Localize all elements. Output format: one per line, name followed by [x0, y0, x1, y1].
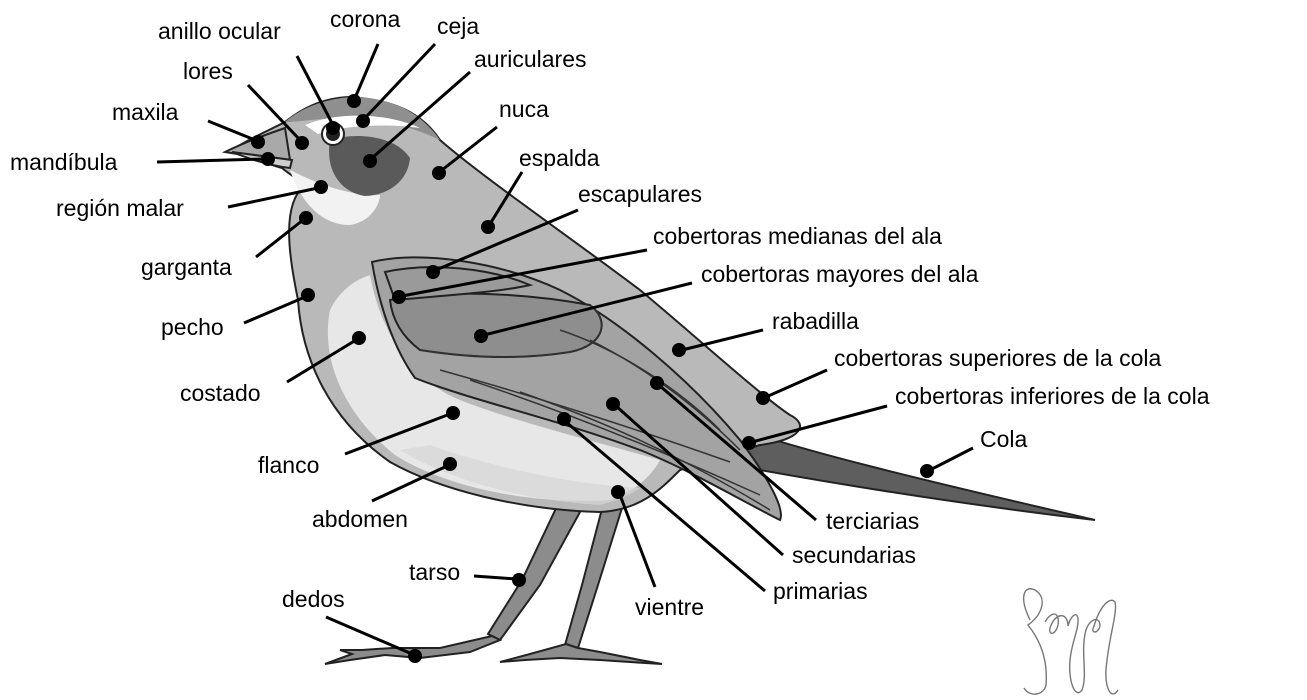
label-escapulares: escapulares [578, 181, 702, 207]
label-tarso: tarso [409, 559, 460, 585]
label-secundarias: secundarias [792, 542, 916, 568]
label-ceja: ceja [437, 13, 479, 39]
label-abdomen: abdomen [312, 506, 408, 532]
artist-signature [1024, 589, 1118, 694]
label-corona: corona [330, 6, 401, 32]
label-dedos: dedos [282, 586, 345, 612]
label-espalda: espalda [519, 145, 600, 171]
label-garganta: garganta [141, 254, 232, 280]
label-terciarias: terciarias [826, 508, 919, 534]
label-flanco: flanco [258, 452, 319, 478]
label-anillo-ocular: anillo ocular [158, 18, 281, 44]
label-nuca: nuca [499, 96, 549, 122]
label-cobertoras-inferiores-cola: cobertoras inferiores de la cola [895, 383, 1210, 409]
label-cobertoras-superiores-cola: cobertoras superiores de la cola [834, 345, 1161, 371]
label-maxila: maxila [112, 99, 179, 125]
label-costado: costado [180, 380, 261, 406]
label-cobertoras-mayores: cobertoras mayores del ala [701, 261, 979, 287]
label-auriculares: auriculares [474, 46, 587, 72]
label-cola: Cola [980, 426, 1028, 452]
label-pecho: pecho [161, 314, 224, 340]
label-rabadilla: rabadilla [772, 308, 859, 334]
label-region-malar: región malar [56, 195, 184, 221]
label-mandibula: mandíbula [10, 149, 118, 175]
label-cobertoras-medianas: cobertoras medianas del ala [653, 223, 942, 249]
label-vientre: vientre [635, 594, 704, 620]
label-primarias: primarias [773, 578, 868, 604]
label-lores: lores [183, 58, 233, 84]
